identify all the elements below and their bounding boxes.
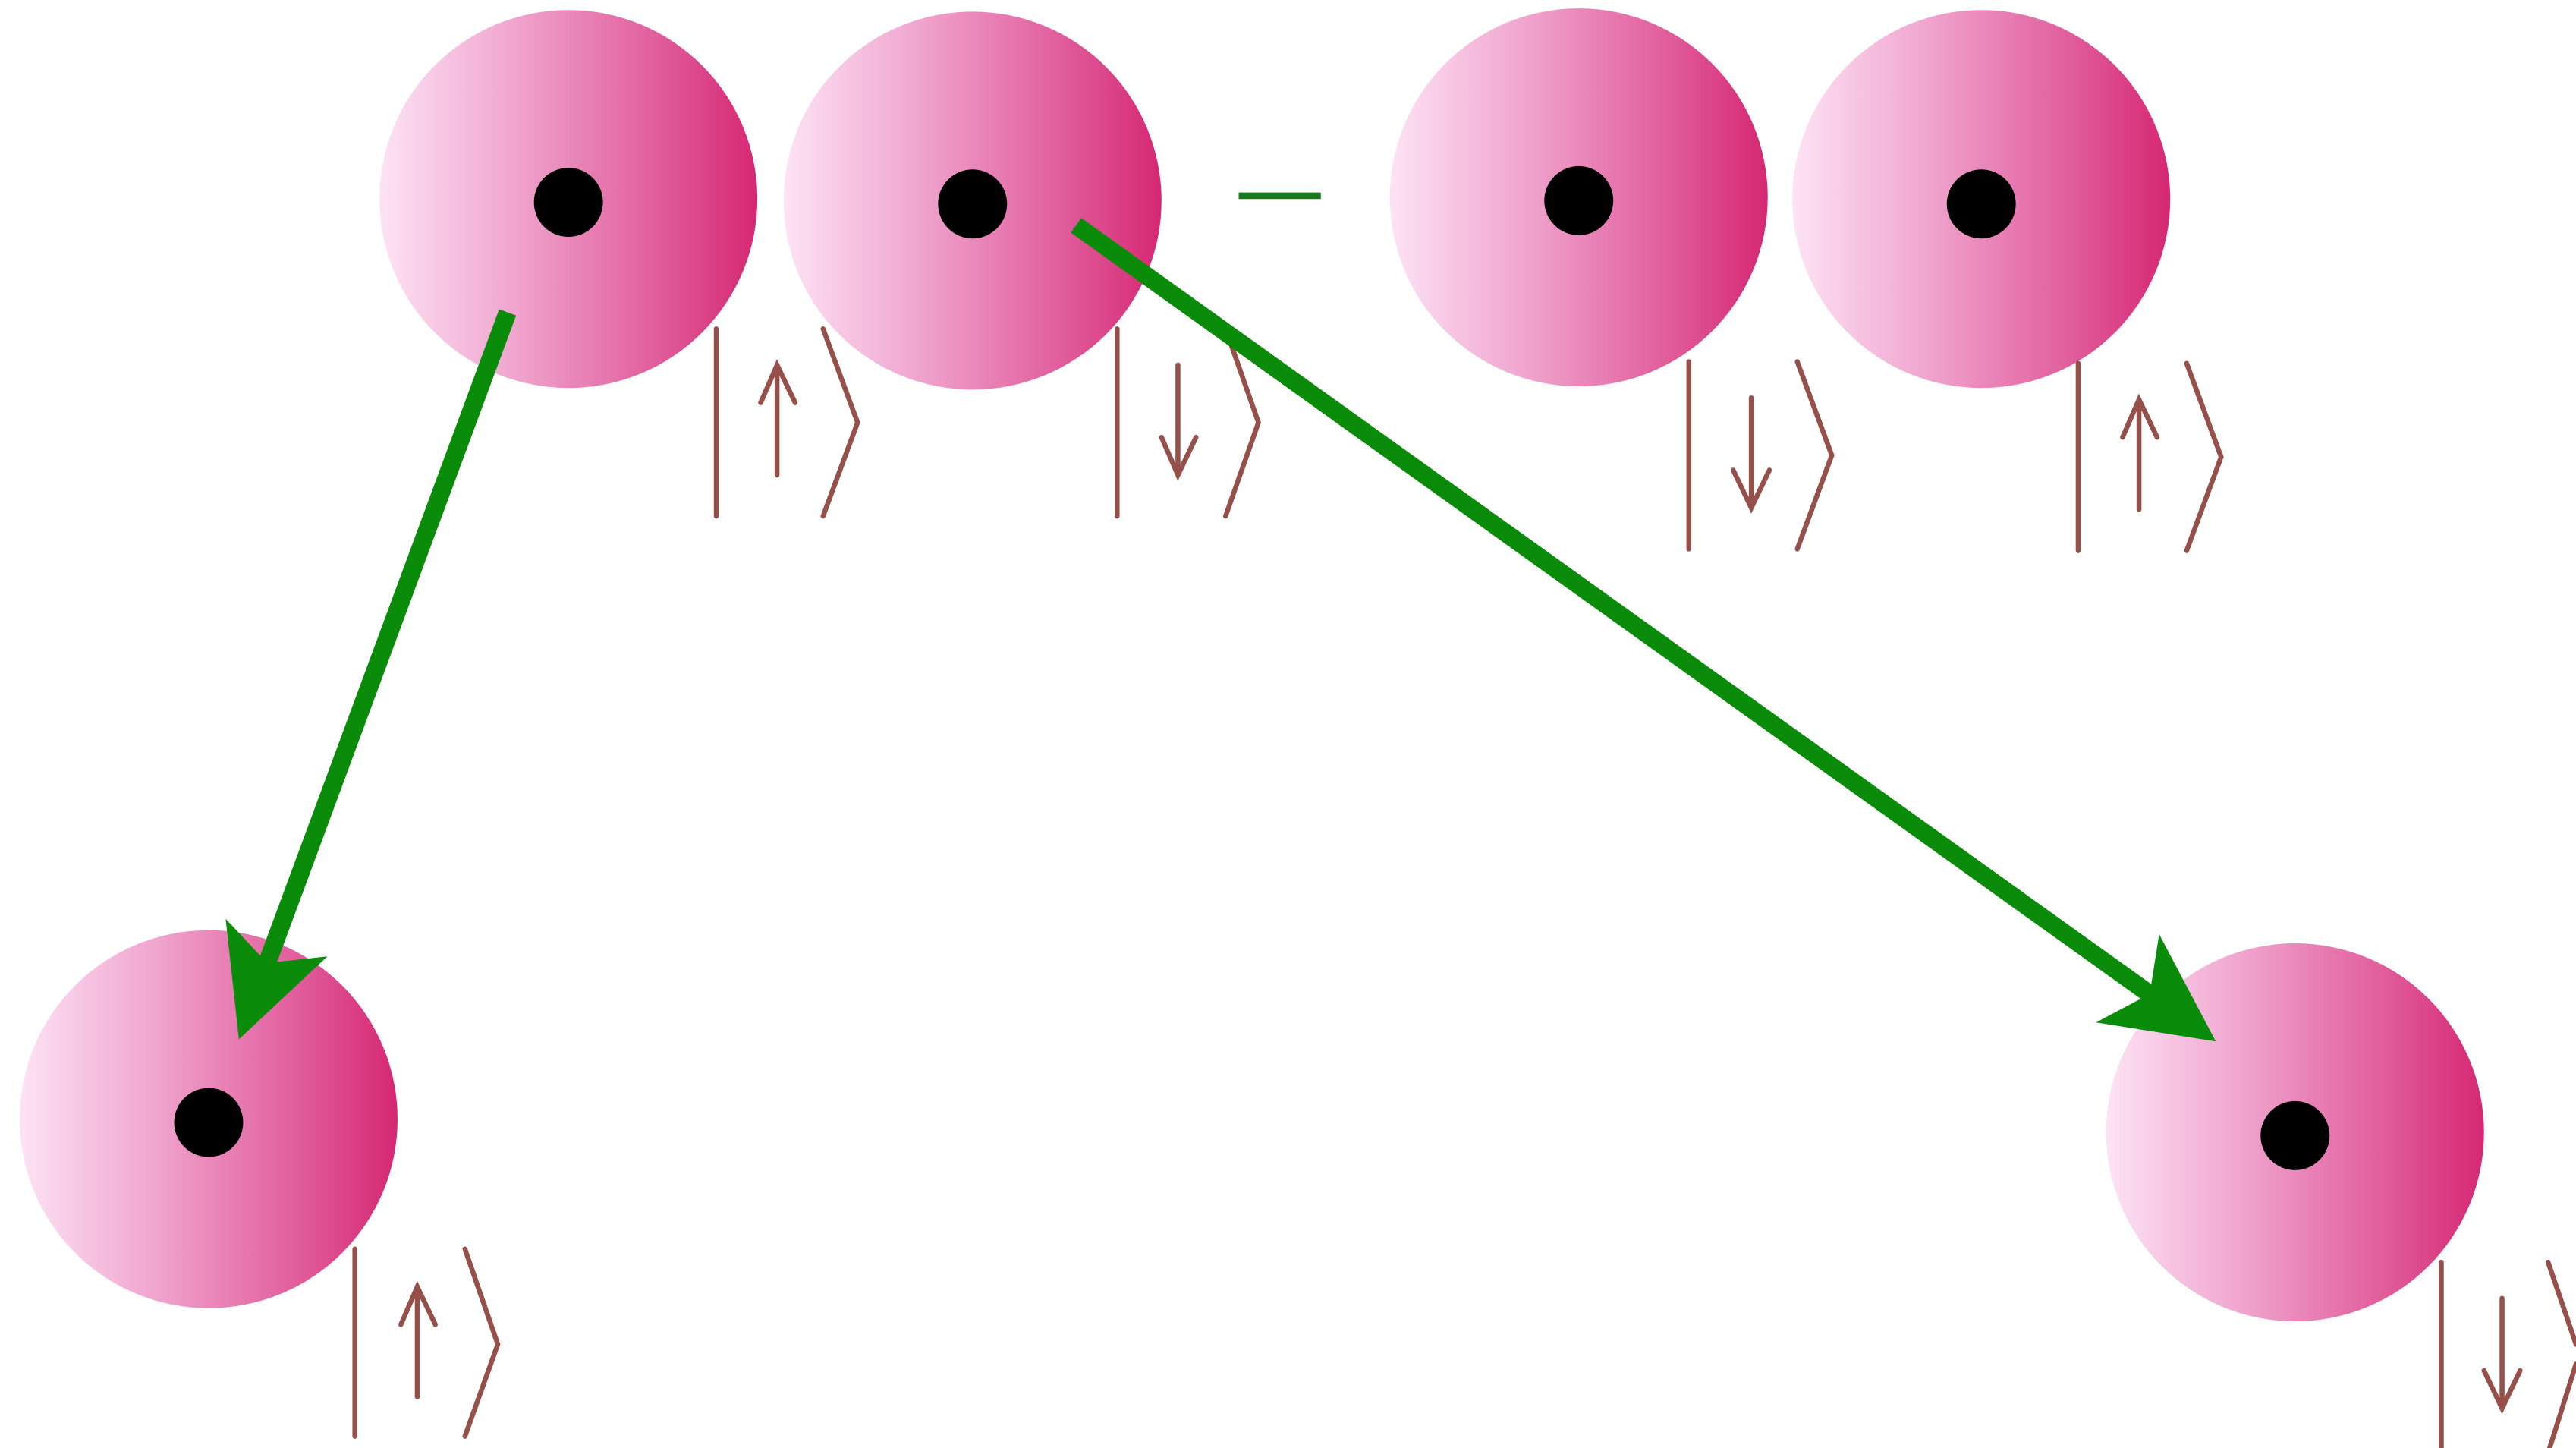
particle-pair-2-right — [1792, 10, 2170, 388]
particle-pair-2-left — [1390, 8, 1768, 386]
particle-detected-left — [20, 930, 398, 1308]
nucleus-dot — [1947, 169, 2016, 238]
nucleus-dot — [938, 169, 1007, 238]
spin-down-ket — [2441, 1262, 2576, 1448]
nucleus-dot — [1544, 166, 1613, 235]
spin-up-ket — [2078, 364, 2221, 551]
nucleus-dot — [175, 1088, 244, 1157]
nucleus-dot — [534, 168, 603, 237]
particle-pair-1-left — [379, 10, 757, 388]
spin-up-ket — [355, 1249, 498, 1437]
spin-down-ket — [1689, 362, 1832, 549]
spin-down-ket — [1117, 329, 1258, 516]
particle-pair-1-right — [784, 11, 1162, 389]
spin-up-ket — [716, 329, 857, 516]
arrow-to-detected-left — [247, 313, 508, 1019]
nucleus-dot — [2260, 1101, 2329, 1170]
